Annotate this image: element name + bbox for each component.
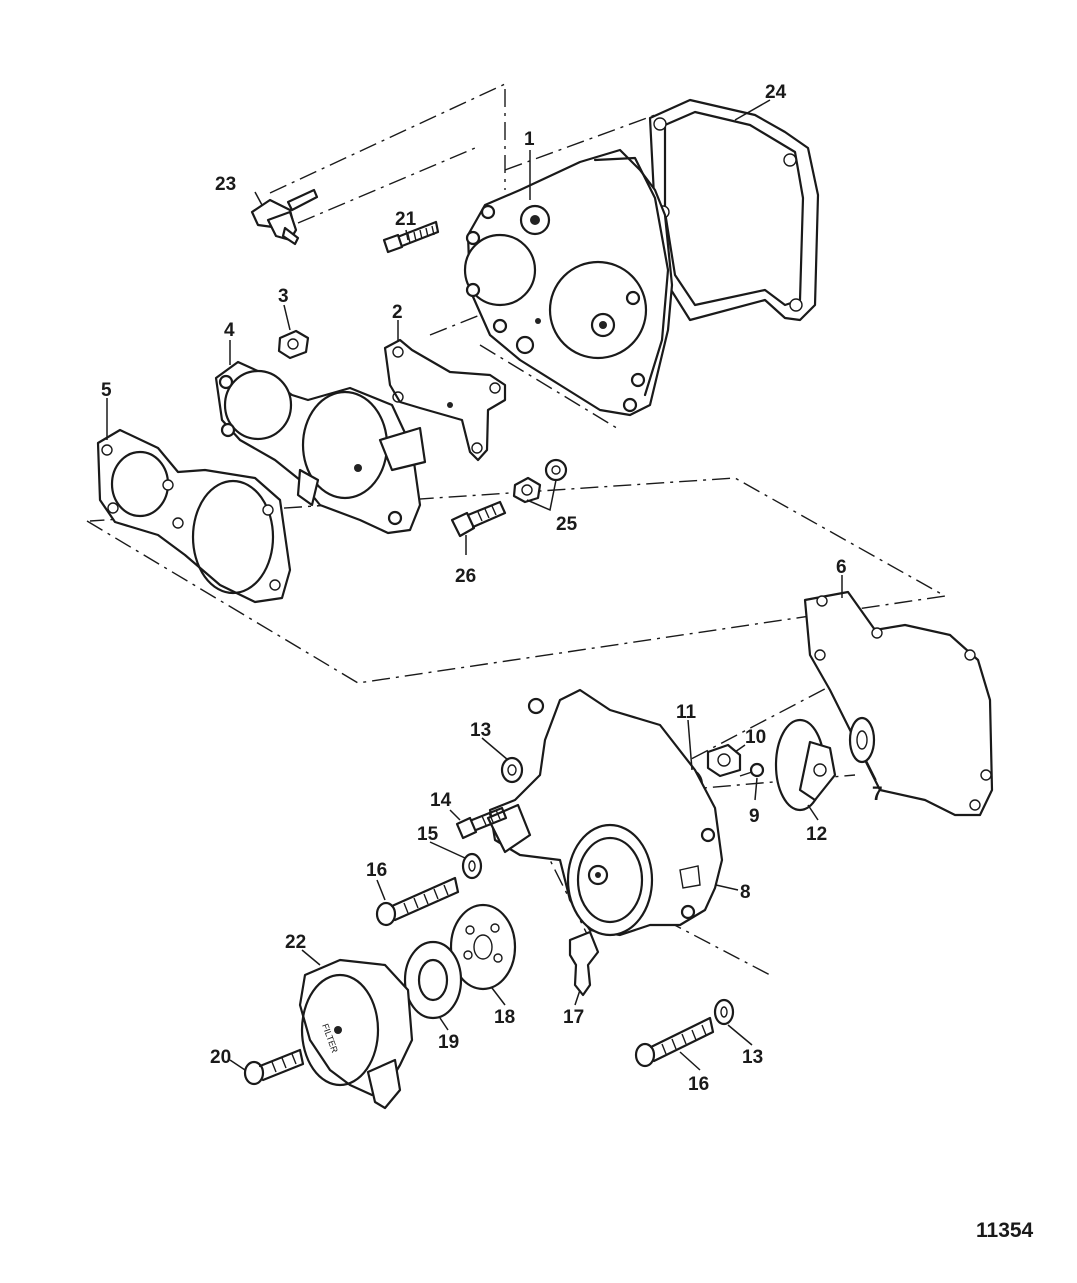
part-24-gasket: [648, 98, 820, 322]
callout-20: 20: [210, 1047, 231, 1068]
part-10-valve-fitting: [706, 743, 742, 778]
callout-17: 17: [563, 1007, 584, 1028]
callout-11: 11: [676, 702, 697, 723]
callout-23: 23: [215, 174, 236, 195]
part-12-valve-disc: [774, 718, 837, 812]
callout-15: 15: [417, 824, 439, 845]
callout-16-lower: 16: [688, 1074, 709, 1095]
part-25-nut-and-washer: [512, 458, 568, 504]
callout-18: 18: [494, 1007, 515, 1028]
part-17-fitting: [568, 930, 600, 997]
part-8-pump-housing: [486, 688, 724, 937]
part-2-bracket: [383, 338, 507, 462]
callout-16-upper: 16: [366, 860, 387, 881]
part-7-washer: [848, 716, 876, 764]
callout-22: 22: [285, 932, 306, 953]
callout-24: 24: [765, 82, 787, 103]
part-20-screw: [243, 1048, 305, 1086]
callout-6: 6: [836, 557, 847, 578]
part-6-diaphragm-gasket: [803, 590, 994, 817]
callout-4: 4: [224, 320, 235, 341]
part-18-valve-plate: [449, 903, 517, 991]
callout-8: 8: [740, 882, 751, 903]
part-4-cover: [214, 360, 427, 535]
callout-13-lower: 13: [742, 1047, 763, 1068]
callout-5: 5: [101, 380, 112, 401]
callout-14: 14: [430, 790, 452, 811]
part-9-screw: [739, 762, 765, 778]
part-1-pump-body: [463, 148, 674, 417]
leader-lines: [106, 99, 877, 1071]
part-23-fitting: [250, 188, 319, 246]
part-13-lockwasher-upper: [500, 756, 524, 784]
callout-2: 2: [392, 302, 403, 323]
part-5-gasket: [96, 428, 292, 604]
callout-19: 19: [438, 1032, 459, 1053]
part-19-gasket-ring: [403, 940, 463, 1020]
callout-21: 21: [395, 209, 417, 230]
callout-10: 10: [745, 727, 766, 748]
part-13-lockwasher-lower: [713, 998, 735, 1026]
callout-13-upper: 13: [470, 720, 491, 741]
part-15-lockwasher: [461, 852, 483, 880]
part-16-screw-upper: [375, 876, 460, 927]
part-22-filter-cover: FILTER: [298, 958, 414, 1110]
callout-labels: 24 1 23 21 3 2 4 5 25 26 6 11 10 13 14 7…: [101, 82, 1034, 1242]
callout-26: 26: [455, 566, 476, 587]
callout-9: 9: [749, 806, 760, 827]
part-14-screw: [455, 806, 508, 840]
callout-3: 3: [278, 286, 289, 307]
part-16-screw-lower: [634, 1016, 715, 1068]
part-3-nut: [277, 329, 310, 360]
figure-number: 11354: [976, 1219, 1034, 1242]
callout-1: 1: [524, 129, 535, 150]
part-21-bolt: [382, 220, 440, 254]
callout-12: 12: [806, 824, 827, 845]
part-26-bolt: [450, 500, 507, 538]
callout-25: 25: [556, 514, 578, 535]
callout-7: 7: [872, 784, 883, 805]
